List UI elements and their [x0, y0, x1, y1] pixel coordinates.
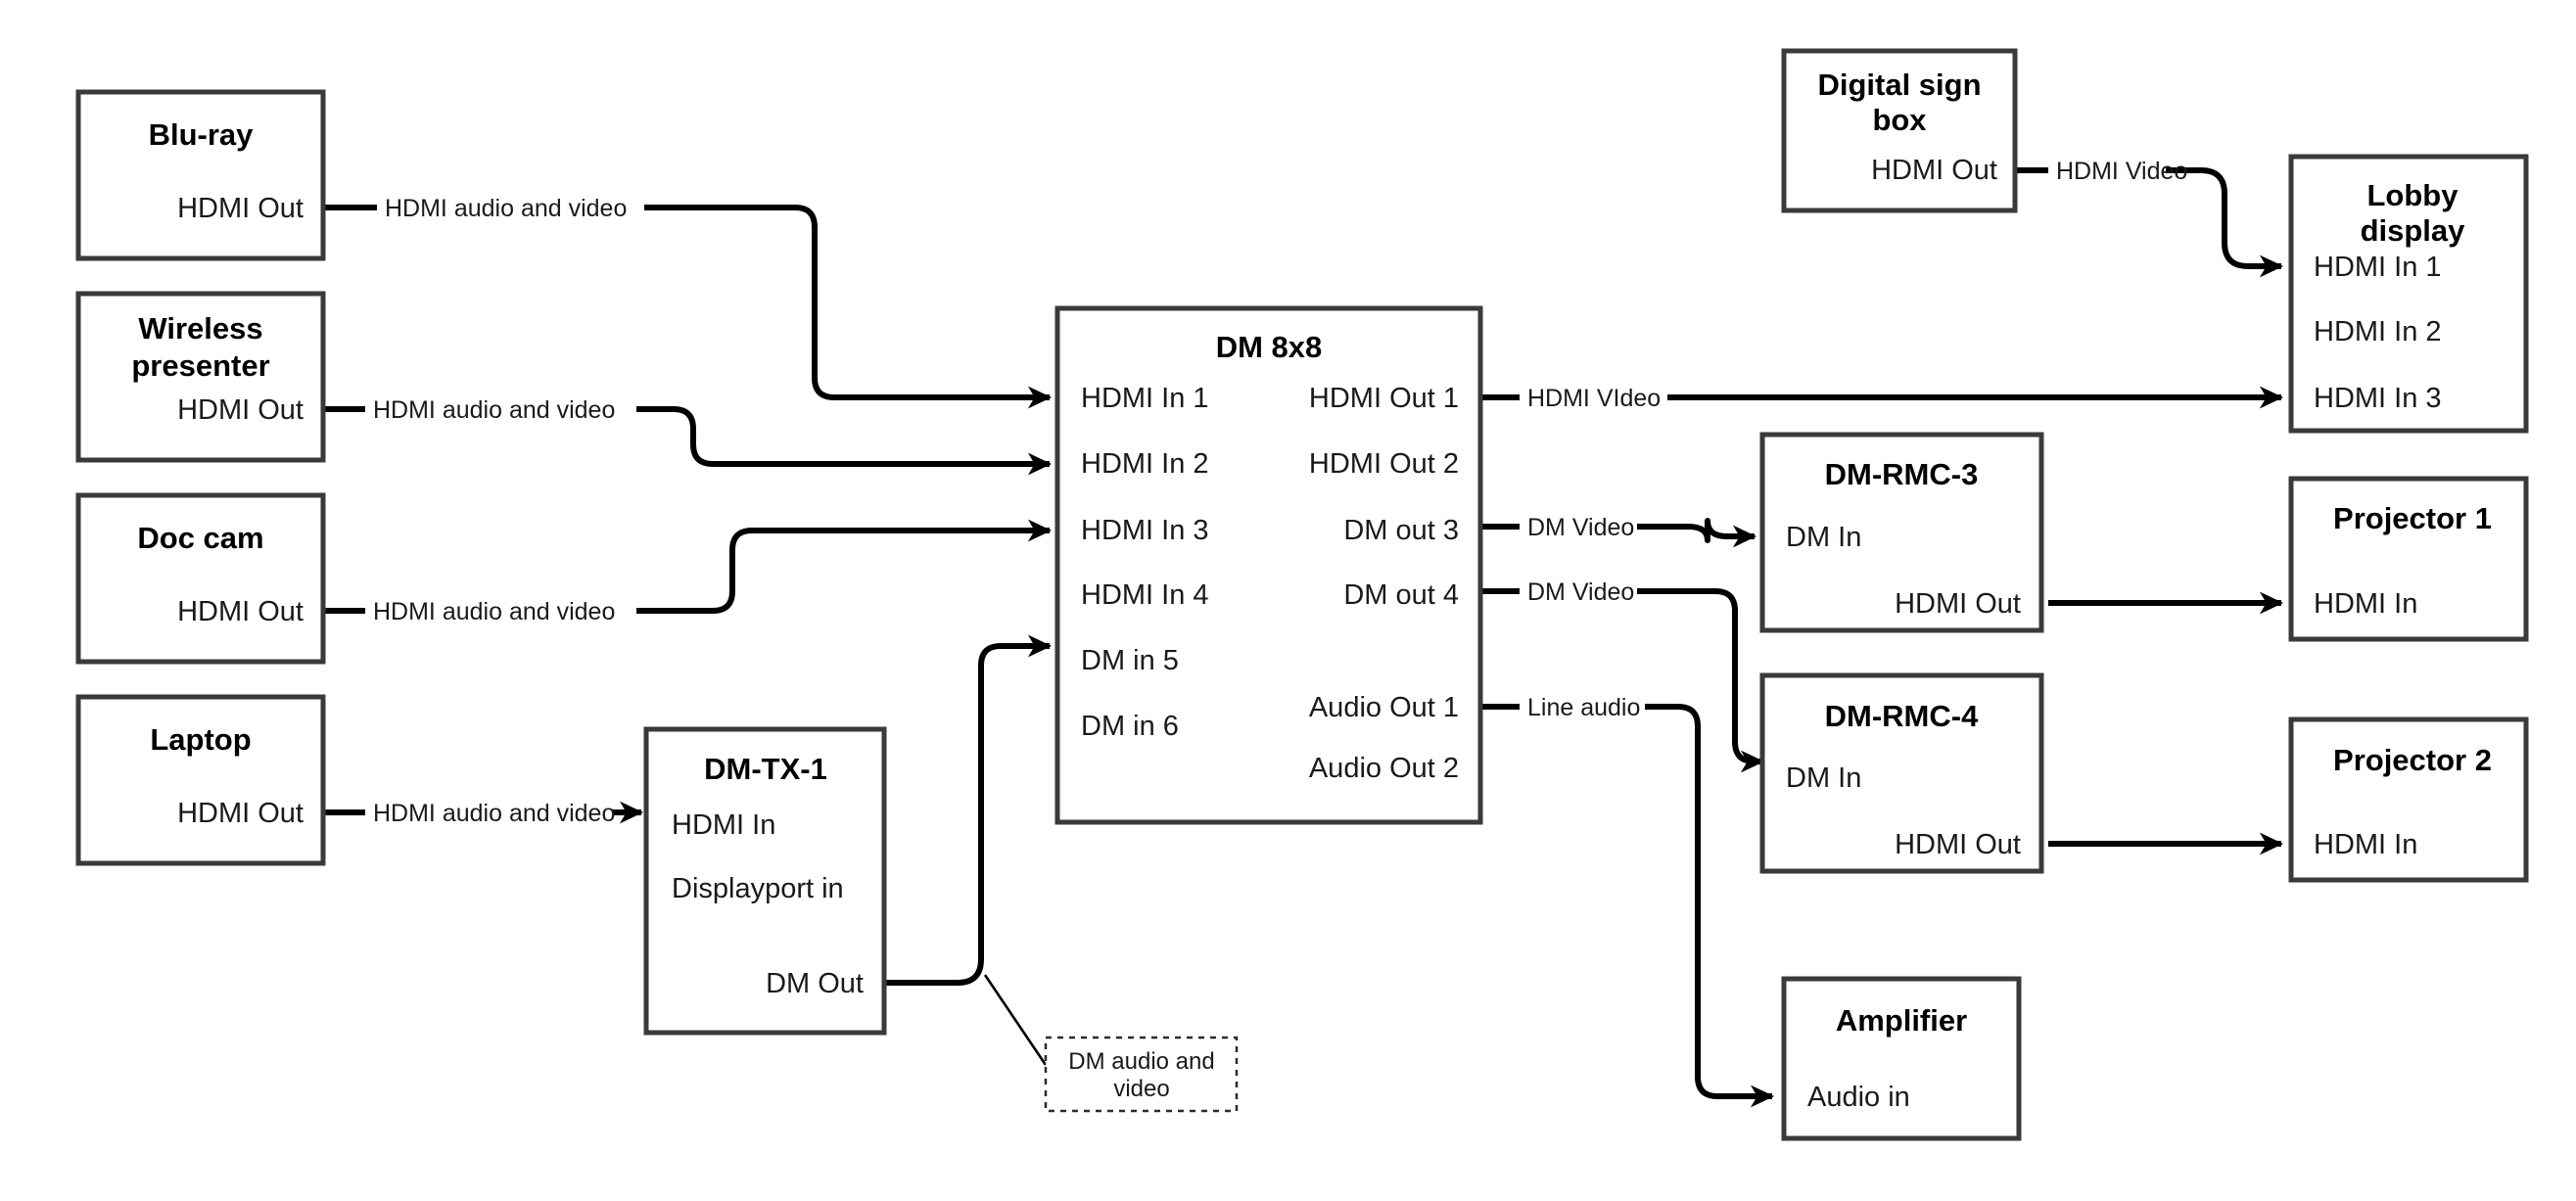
box-digital-sign-box[interactable]: Digital sign box HDMI Out: [1781, 48, 2018, 213]
doccam-port-hdmi-out: HDMI Out: [177, 596, 304, 627]
dmtx1-port-hdmi-in: HDMI In: [672, 809, 775, 841]
wire-layer: [323, 167, 2284, 1108]
dm8x8-output-audio-out-2: Audio Out 2: [1309, 753, 1459, 784]
dm8x8-input-dm-in-5: DM in 5: [1081, 645, 1179, 676]
wire-bluray-to-dm-in1: [644, 205, 1053, 409]
dmtx1-port-displayport-in: Displayport in: [672, 873, 844, 904]
dm8x8-title: DM 8x8: [1216, 330, 1323, 364]
dmrmc3-title: DM-RMC-3: [1825, 457, 1979, 491]
dm8x8-output-dm-out-4: DM out 4: [1343, 579, 1459, 611]
wireless-port-hdmi-out: HDMI Out: [177, 394, 304, 426]
wire-sign-to-lobby-in1: [2166, 167, 2284, 278]
lobby-port-hdmi-in-3: HDMI In 3: [2314, 383, 2442, 414]
digitalsign-port-hdmi-out: HDMI Out: [1871, 155, 1997, 186]
box-dm-rmc-4[interactable]: DM-RMC-4 DM In HDMI Out: [1759, 672, 2044, 874]
projector1-port-hdmi-in: HDMI In: [2314, 588, 2417, 620]
box-bluray[interactable]: Blu-ray HDMI Out: [75, 89, 326, 261]
wire-label-layer: HDMI audio and video HDMI audio and vide…: [373, 158, 2187, 827]
wire-label-dm-video-3: DM Video: [1527, 514, 1634, 541]
projector2-title: Projector 2: [2333, 743, 2492, 777]
dm8x8-output-hdmi-out-2: HDMI Out 2: [1309, 448, 1459, 480]
box-lobby-display[interactable]: Lobby display HDMI In 1 HDMI In 2 HDMI I…: [2288, 154, 2529, 434]
lobby-title-line1: Lobby: [2367, 178, 2459, 212]
wireless-title-line1: Wireless: [138, 311, 262, 346]
projector2-port-hdmi-in: HDMI In: [2314, 829, 2417, 860]
wire-label-dm-video-4: DM Video: [1527, 578, 1634, 606]
note-dm-audio-and-video: DM audio and video: [1044, 1036, 1239, 1113]
wire-label-doccam: HDMI audio and video: [373, 598, 615, 625]
wire-label-hdmi-video-out1: HDMI VIdeo: [1527, 385, 1661, 412]
laptop-port-hdmi-out: HDMI Out: [177, 798, 304, 829]
box-wireless-presenter[interactable]: Wireless presenter HDMI Out: [75, 291, 326, 463]
box-dm-rmc-3[interactable]: DM-RMC-3 DM In HDMI Out: [1759, 432, 2044, 633]
dmrmc4-title: DM-RMC-4: [1825, 699, 1979, 733]
wire-dm-out3-to-rmc3: [1637, 518, 1757, 548]
dm8x8-input-hdmi-in-4: HDMI In 4: [1081, 579, 1209, 611]
lobby-port-hdmi-in-2: HDMI In 2: [2314, 316, 2442, 347]
dm8x8-output-hdmi-out-1: HDMI Out 1: [1309, 383, 1459, 414]
box-amplifier[interactable]: Amplifier Audio in: [1781, 976, 2022, 1141]
box-projector-1[interactable]: Projector 1 HDMI In: [2288, 476, 2529, 642]
wire-audio-out1-to-amp: [1645, 704, 1775, 1108]
wire-doccam-to-dm-in3: [636, 519, 1053, 614]
dmrmc3-port-dm-in: DM In: [1786, 522, 1861, 553]
note-leader-line: [983, 974, 1048, 1066]
wire-dm-out4-to-rmc4: [1637, 588, 1765, 773]
dm8x8-output-audio-out-1: Audio Out 1: [1309, 692, 1459, 723]
wire-label-hdmi-video-sign: HDMI Video: [2056, 158, 2187, 185]
note-line1: DM audio and: [1068, 1048, 1214, 1075]
box-dm-8x8[interactable]: DM 8x8 HDMI In 1 HDMI In 2 HDMI In 3 HDM…: [1054, 305, 1483, 825]
bluray-port-hdmi-out: HDMI Out: [177, 193, 304, 224]
amplifier-title: Amplifier: [1836, 1003, 1967, 1038]
lobby-title-line2: display: [2361, 213, 2466, 248]
wire-label-wireless: HDMI audio and video: [373, 396, 615, 424]
dm8x8-input-hdmi-in-3: HDMI In 3: [1081, 515, 1209, 546]
wire-wireless-to-dm-in2: [636, 406, 1053, 476]
lobby-port-hdmi-in-1: HDMI In 1: [2314, 252, 2442, 283]
dmtx1-title: DM-TX-1: [704, 752, 827, 786]
wire-label-bluray: HDMI audio and video: [385, 195, 627, 222]
dm8x8-input-dm-in-6: DM in 6: [1081, 711, 1179, 742]
dmtx1-port-dm-out: DM Out: [766, 968, 864, 999]
dm8x8-input-hdmi-in-1: HDMI In 1: [1081, 383, 1209, 414]
bluray-title: Blu-ray: [149, 117, 255, 152]
digitalsign-title-line1: Digital sign: [1817, 68, 1981, 102]
dmrmc4-port-hdmi-out: HDMI Out: [1895, 829, 2021, 860]
dm8x8-input-hdmi-in-2: HDMI In 2: [1081, 448, 1209, 480]
wire-label-line-audio: Line audio: [1527, 694, 1640, 721]
box-dm-tx-1[interactable]: DM-TX-1 HDMI In Displayport in DM Out: [643, 726, 887, 1036]
box-doc-cam[interactable]: Doc cam HDMI Out: [75, 492, 326, 665]
amplifier-port-audio-in: Audio in: [1807, 1082, 1910, 1113]
box-projector-2[interactable]: Projector 2 HDMI In: [2288, 716, 2529, 883]
dmrmc3-port-hdmi-out: HDMI Out: [1895, 588, 2021, 620]
dmrmc4-port-dm-in: DM In: [1786, 762, 1861, 794]
wire-label-laptop: HDMI audio and video: [373, 800, 615, 827]
dm8x8-output-dm-out-3: DM out 3: [1343, 515, 1459, 546]
wireless-title-line2: presenter: [131, 348, 269, 383]
wire-dmtx1-to-dm-in5: [884, 634, 1053, 986]
laptop-title: Laptop: [150, 722, 251, 757]
projector1-title: Projector 1: [2333, 501, 2492, 535]
digitalsign-title-line2: box: [1872, 103, 1927, 137]
note-line2: video: [1113, 1076, 1169, 1102]
box-laptop[interactable]: Laptop HDMI Out: [75, 694, 326, 866]
doccam-title: Doc cam: [137, 521, 263, 555]
